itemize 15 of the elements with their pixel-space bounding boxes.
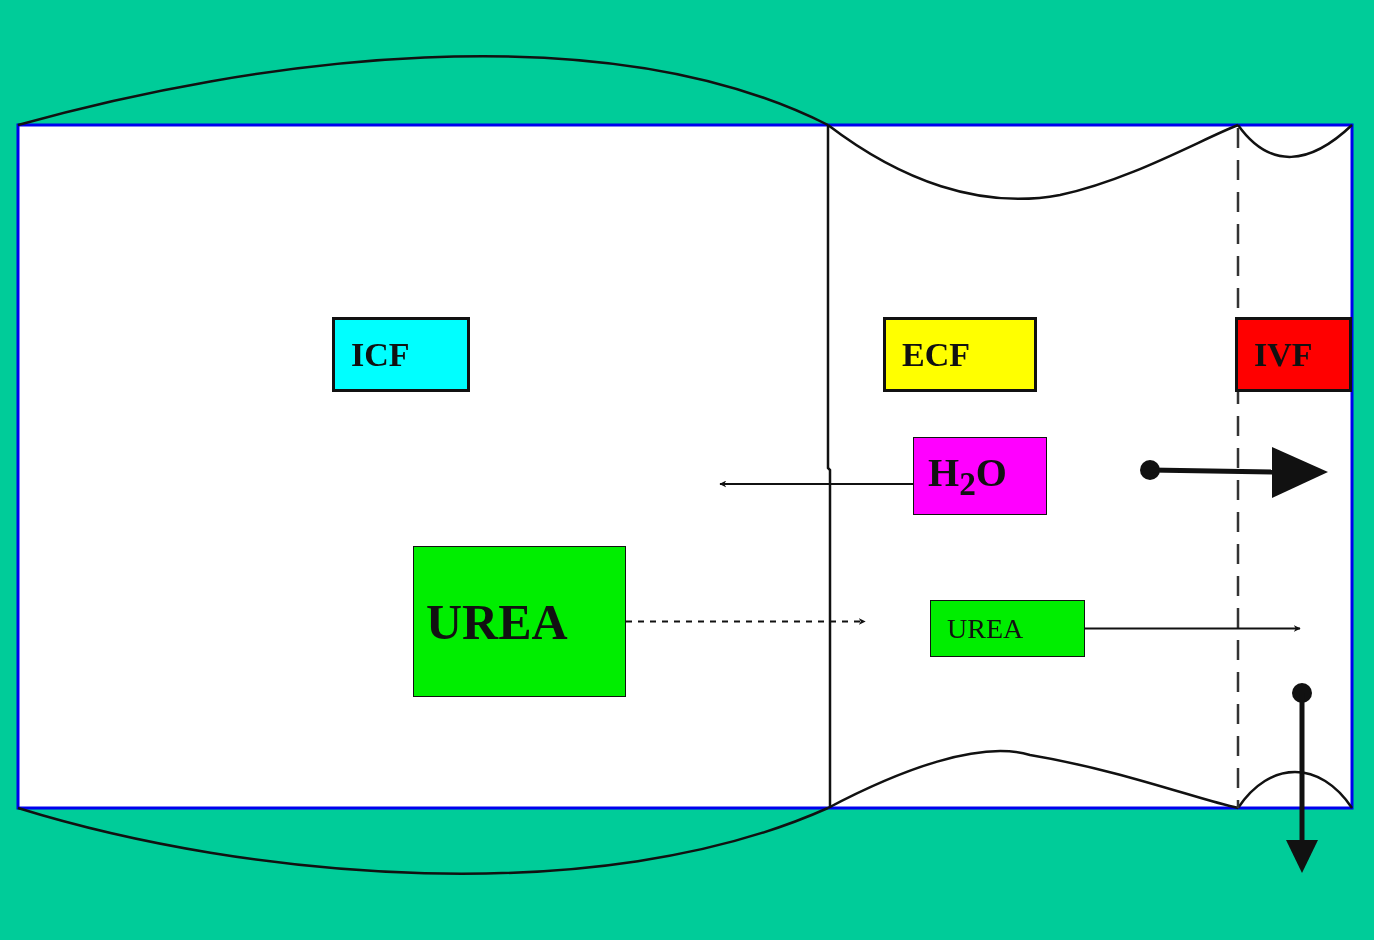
arrow (719, 480, 913, 488)
label-text: ICF (351, 335, 410, 374)
compartment-label (883, 317, 1037, 392)
label-text: UREA (947, 612, 1024, 645)
label-text: ECF (902, 335, 970, 374)
substance-label (413, 546, 626, 697)
label-text: H$_{2}$O (928, 449, 1007, 503)
arrow (626, 618, 866, 625)
substance-label (930, 600, 1085, 657)
substance-label (913, 437, 1047, 515)
label-text: UREA (426, 592, 568, 651)
compartment-label (1235, 317, 1352, 392)
compartment-label (332, 317, 470, 392)
arrow (1085, 625, 1301, 632)
label-text: IVF (1254, 335, 1313, 374)
